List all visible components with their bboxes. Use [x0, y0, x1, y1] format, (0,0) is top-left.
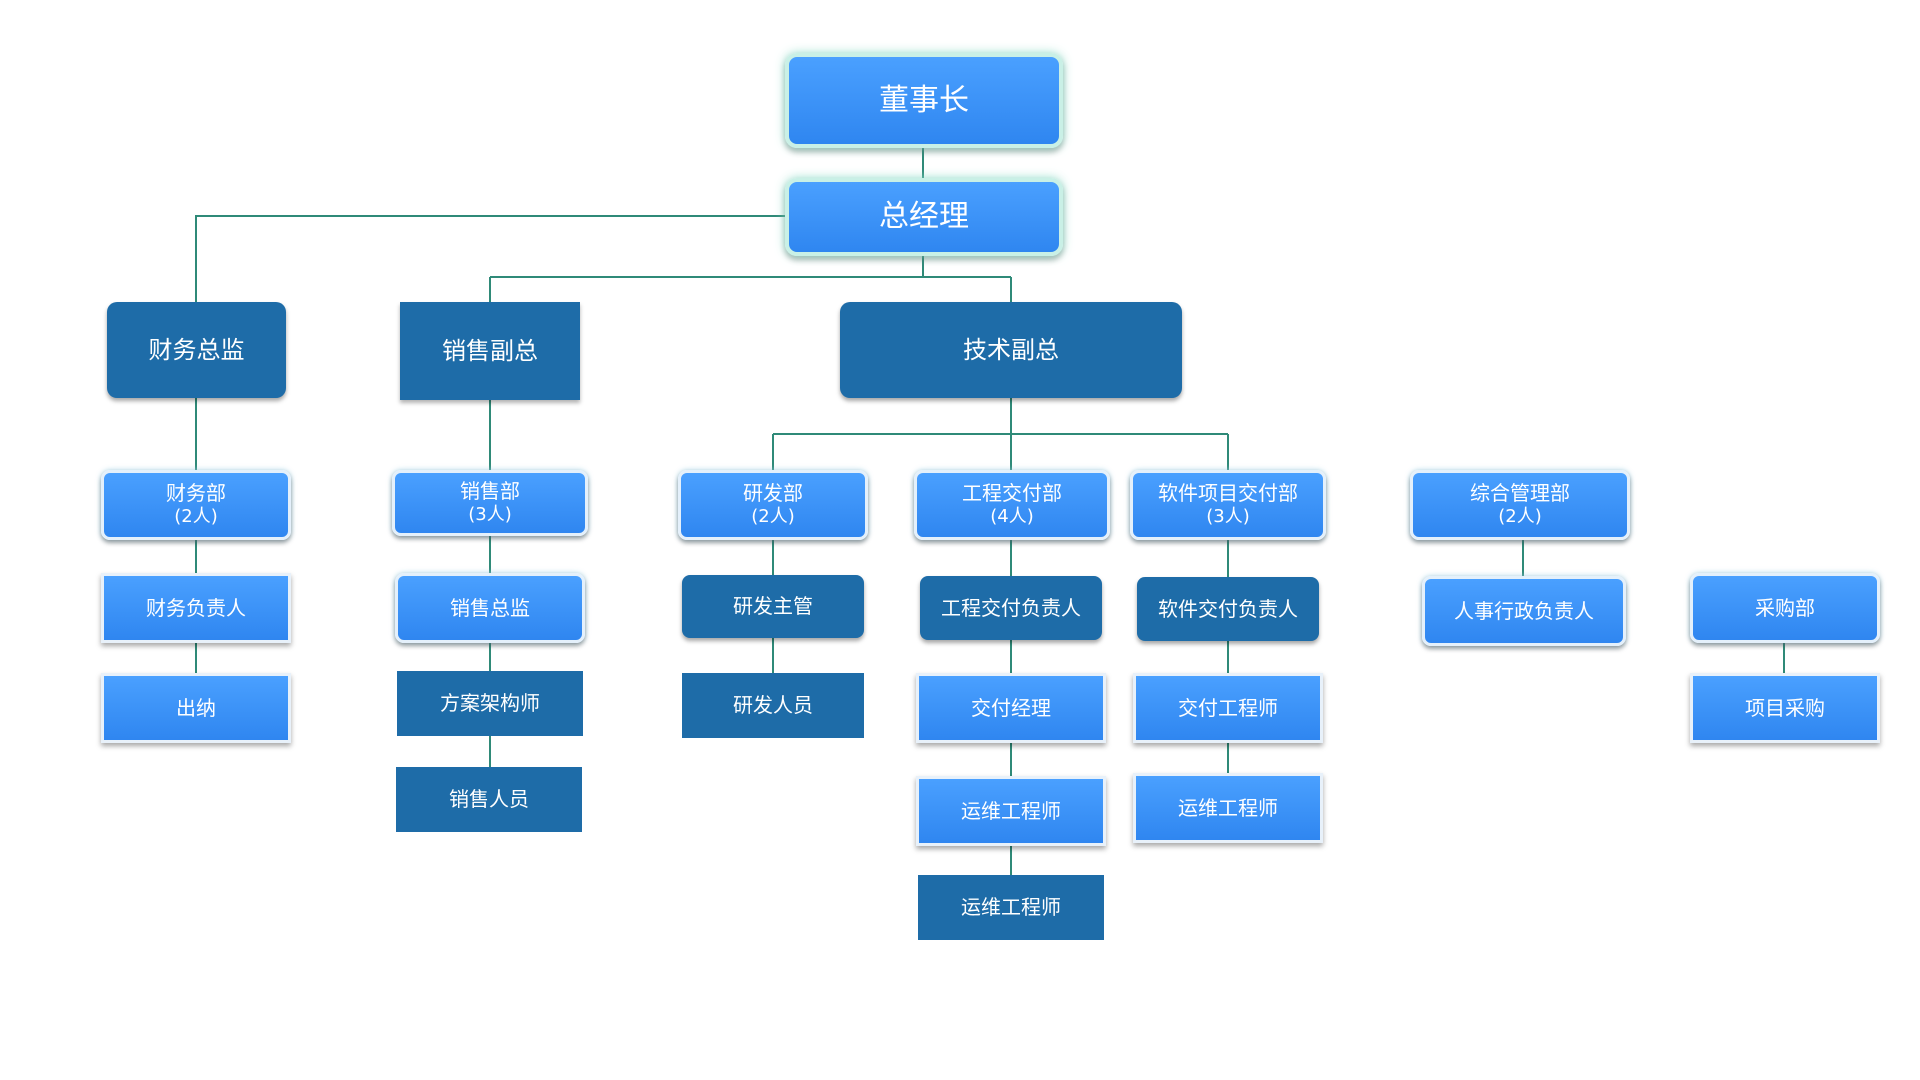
purchasing-dept-label: 采购部	[1755, 595, 1815, 620]
hr-admin-lead-label: 人事行政负责人	[1454, 598, 1594, 623]
project-purchasing-label: 项目采购	[1745, 695, 1825, 720]
eng-delivery-dept-label: 工程交付部	[962, 481, 1062, 506]
rd-supervisor-label: 研发主管	[733, 594, 813, 618]
ops-engineer-3-box: 运维工程师	[1133, 773, 1323, 843]
connector-gm-cfo	[195, 215, 785, 302]
eng-delivery-dept-box: 工程交付部 (4人)	[914, 470, 1110, 540]
rd-dept-box: 研发部 (2人)	[678, 470, 868, 540]
ops-engineer-2-box: 运维工程师	[918, 875, 1104, 940]
delivery-manager-label: 交付经理	[971, 695, 1051, 720]
sales-dept-count: (3人)	[468, 504, 512, 526]
ops-engineer-1-label: 运维工程师	[961, 798, 1061, 823]
sales-director-label: 销售总监	[450, 595, 530, 620]
general-manager-label: 总经理	[879, 199, 969, 235]
vp-sales-label: 销售副总	[442, 337, 538, 365]
admin-dept-label: 综合管理部	[1470, 481, 1570, 506]
rd-dept-label: 研发部	[743, 481, 803, 506]
ops-engineer-1-box: 运维工程师	[916, 776, 1106, 846]
vp-sales-box: 销售副总	[400, 302, 580, 400]
chairman-box: 董事长	[785, 53, 1063, 148]
eng-delivery-dept-count: (4人)	[990, 506, 1034, 528]
chairman-label: 董事长	[879, 82, 969, 118]
cfo-label: 财务总监	[148, 336, 245, 364]
sw-delivery-dept-count: (3人)	[1206, 506, 1250, 528]
finance-dept-count: (2人)	[174, 506, 218, 528]
cashier-box: 出纳	[101, 673, 291, 743]
ops-engineer-3-label: 运维工程师	[1178, 795, 1278, 820]
rd-dept-count: (2人)	[751, 506, 795, 528]
finance-lead-label: 财务负责人	[146, 595, 246, 620]
admin-dept-box: 综合管理部 (2人)	[1410, 470, 1630, 540]
finance-dept-label: 财务部	[166, 481, 226, 506]
sw-delivery-lead-label: 软件交付负责人	[1158, 596, 1298, 621]
delivery-engineer-box: 交付工程师	[1133, 673, 1323, 743]
sales-dept-box: 销售部 (3人)	[392, 470, 588, 536]
solution-architect-box: 方案架构师	[397, 671, 583, 736]
finance-lead-box: 财务负责人	[101, 573, 291, 643]
sales-staff-box: 销售人员	[396, 767, 582, 832]
cashier-label: 出纳	[176, 695, 216, 720]
sales-dept-label: 销售部	[460, 479, 520, 504]
purchasing-dept-box: 采购部	[1690, 573, 1880, 643]
delivery-engineer-label: 交付工程师	[1178, 695, 1278, 720]
sales-staff-label: 销售人员	[449, 787, 529, 811]
vp-tech-label: 技术副总	[963, 336, 1059, 364]
sw-delivery-dept-label: 软件项目交付部	[1158, 481, 1298, 506]
project-purchasing-box: 项目采购	[1690, 673, 1880, 743]
finance-dept-box: 财务部 (2人)	[101, 470, 291, 540]
sw-delivery-lead-box: 软件交付负责人	[1137, 577, 1319, 641]
rd-staff-box: 研发人员	[682, 673, 864, 738]
cfo-box: 财务总监	[107, 302, 286, 398]
vp-tech-box: 技术副总	[840, 302, 1182, 398]
solution-architect-label: 方案架构师	[440, 691, 540, 715]
eng-delivery-lead-box: 工程交付负责人	[920, 576, 1102, 640]
admin-dept-count: (2人)	[1498, 506, 1542, 528]
ops-engineer-2-label: 运维工程师	[961, 895, 1061, 919]
hr-admin-lead-box: 人事行政负责人	[1422, 576, 1626, 646]
general-manager-box: 总经理	[785, 178, 1063, 256]
rd-staff-label: 研发人员	[733, 693, 813, 717]
sw-delivery-dept-box: 软件项目交付部 (3人)	[1130, 470, 1326, 540]
rd-supervisor-box: 研发主管	[682, 575, 864, 638]
eng-delivery-lead-label: 工程交付负责人	[941, 595, 1081, 620]
delivery-manager-box: 交付经理	[916, 673, 1106, 743]
sales-director-box: 销售总监	[395, 573, 585, 643]
